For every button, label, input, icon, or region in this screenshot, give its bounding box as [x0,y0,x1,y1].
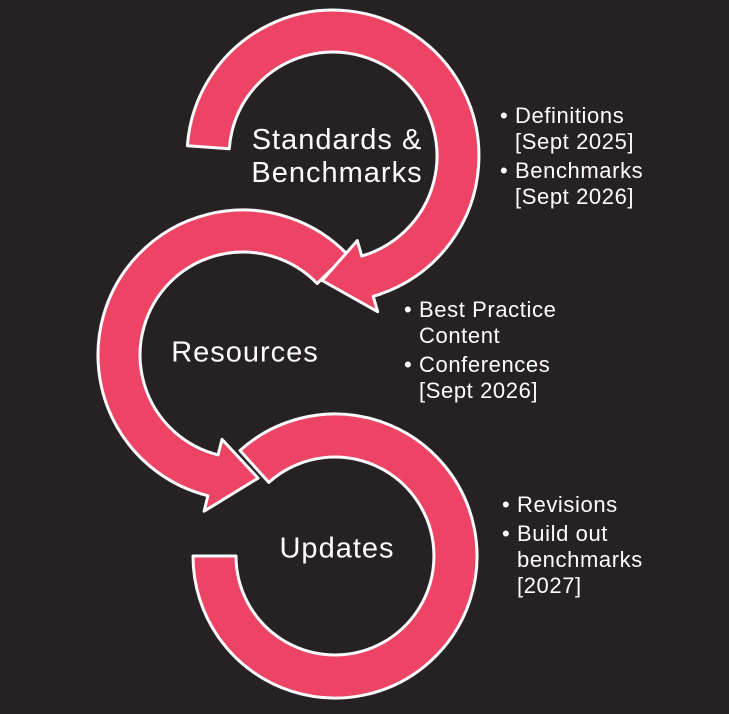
circle-label-line: Resources [171,336,319,369]
bullet-line: [2027] [517,573,582,598]
bullet-line: Revisions [517,492,618,517]
bullet-line: Conferences [419,352,551,377]
circle-label-line: Benchmarks [251,157,423,189]
cycle-arrow-updates [191,412,479,700]
bullet-line: Definitions [515,103,625,128]
bullet-item: •Conferences[Sept 2026] [404,352,624,404]
bullet-item: •Revisions [502,492,722,518]
circle-label-line: Standards & [251,124,423,156]
bullet-line: Content [419,323,501,348]
circle-label-resources: Resources [171,337,319,370]
bullet-marker: • [500,158,509,183]
bullet-marker: • [404,297,413,322]
cycle-arrow-standards [185,8,481,314]
bullet-line: [Sept 2026] [515,184,635,209]
bullet-marker: • [502,521,511,546]
bullet-line: Best Practice [419,297,557,322]
callout-standards-benchmarks: •Definitions[Sept 2025]•Benchmarks[Sept … [500,103,710,213]
bullet-marker: • [502,492,511,517]
bullet-line: Benchmarks [515,158,644,183]
cycle-arrow-resources [96,208,349,513]
bullet-marker: • [404,352,413,377]
bullet-item: •Definitions[Sept 2025] [500,103,710,155]
bullet-marker: • [500,103,509,128]
circle-label-line: Updates [279,532,395,565]
circle-label-standards-benchmarks: Standards &Benchmarks [251,124,422,190]
bullet-item: •Benchmarks[Sept 2026] [500,158,710,210]
circle-label-updates: Updates [279,533,394,566]
bullet-line: [Sept 2025] [515,129,635,154]
bullet-line: Build out [517,521,609,546]
bullet-line: [Sept 2026] [419,378,539,403]
bullet-line: benchmarks [517,547,643,572]
